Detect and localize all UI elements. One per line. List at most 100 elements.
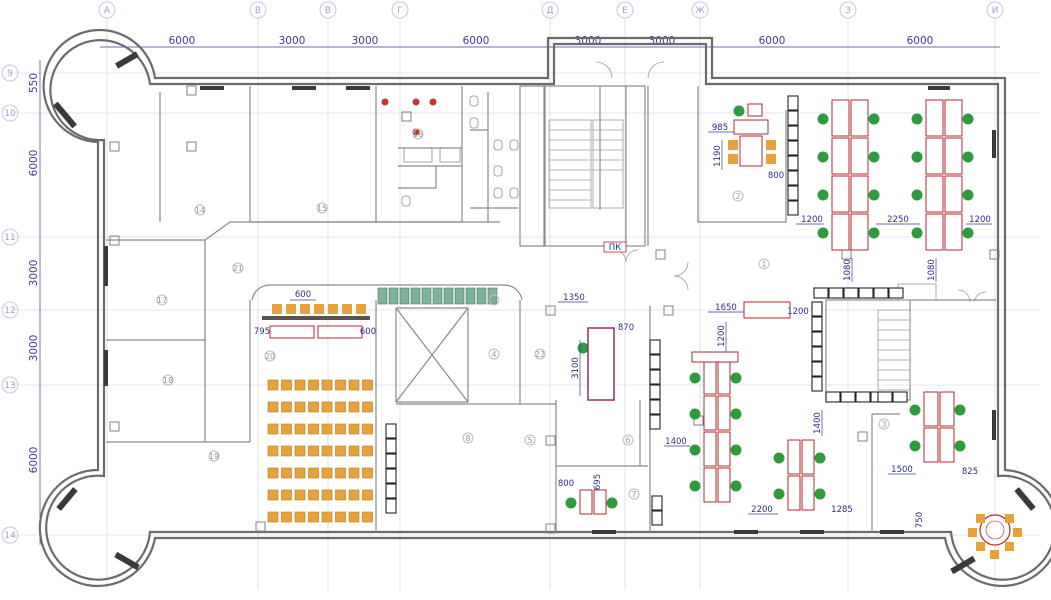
office-chair xyxy=(868,113,880,125)
lecture-chair xyxy=(321,423,333,435)
office-chair xyxy=(911,189,923,201)
office-chairs xyxy=(565,105,974,509)
svg-text:6000: 6000 xyxy=(907,35,934,47)
cabinet xyxy=(787,110,799,126)
svg-text:2250: 2250 xyxy=(887,215,909,225)
lecture-chair xyxy=(281,401,292,413)
meeting-room-2 xyxy=(728,119,776,167)
lecture-chair xyxy=(335,445,346,457)
svg-text:1650: 1650 xyxy=(715,303,737,313)
counter-seat xyxy=(421,287,432,305)
utility-icons xyxy=(381,98,437,136)
counter-seat xyxy=(454,287,465,305)
lecture-chair xyxy=(321,379,333,391)
lecture-chair xyxy=(321,445,333,457)
svg-text:2: 2 xyxy=(735,192,740,201)
staircase-east xyxy=(825,283,996,401)
desk xyxy=(944,175,963,213)
svg-text:Д: Д xyxy=(546,6,553,16)
cabinet xyxy=(651,510,663,526)
lecture-hall-front-desks xyxy=(262,316,370,339)
desk xyxy=(831,213,850,251)
lecture-chair xyxy=(362,423,373,435)
cabinet xyxy=(825,391,841,403)
lecture-chair xyxy=(286,304,296,314)
cabinet xyxy=(811,361,823,377)
svg-text:Г: Г xyxy=(397,6,403,16)
axis-grid xyxy=(12,18,1040,590)
office-chair xyxy=(868,151,880,163)
svg-text:B: B xyxy=(255,6,261,16)
svg-text:795: 795 xyxy=(254,327,270,337)
office-chair xyxy=(689,372,701,384)
office-chair xyxy=(954,404,966,416)
svg-text:B: B xyxy=(325,6,331,16)
cabinet xyxy=(649,414,661,430)
svg-text:14: 14 xyxy=(4,531,16,541)
cabinet xyxy=(787,155,799,171)
cafe-counter xyxy=(377,287,498,305)
lecture-chair xyxy=(335,423,346,435)
windows xyxy=(53,51,1036,575)
desk xyxy=(703,359,717,395)
cabinet xyxy=(649,399,661,415)
lecture-chair xyxy=(294,467,306,479)
lecture-hall-chairs xyxy=(267,304,373,523)
desk xyxy=(787,439,801,475)
office-chair xyxy=(773,452,785,464)
counter-seat xyxy=(399,287,410,305)
svg-text:985: 985 xyxy=(712,123,728,133)
svg-text:1500: 1500 xyxy=(891,465,913,475)
desk xyxy=(939,427,955,463)
svg-text:6: 6 xyxy=(625,436,630,445)
svg-text:2200: 2200 xyxy=(751,505,773,515)
svg-text:3000: 3000 xyxy=(279,35,306,47)
lecture-chair xyxy=(348,423,360,435)
svg-text:4: 4 xyxy=(491,350,496,359)
desk xyxy=(850,137,869,175)
office-chair xyxy=(817,113,829,125)
lecture-chair xyxy=(308,379,319,391)
desk xyxy=(944,213,963,251)
office-chair xyxy=(962,189,974,201)
desk xyxy=(944,137,963,175)
lecture-chair xyxy=(335,379,346,391)
svg-text:3100: 3100 xyxy=(571,357,581,379)
desk xyxy=(831,175,850,213)
desk xyxy=(579,489,593,515)
lecture-chair xyxy=(335,401,346,413)
desk xyxy=(787,475,801,511)
office-chair xyxy=(689,444,701,456)
desk xyxy=(703,395,717,431)
office-chair xyxy=(733,105,745,117)
office-chair xyxy=(962,227,974,239)
svg-text:12: 12 xyxy=(4,306,15,316)
cabinet xyxy=(873,287,889,299)
svg-text:1200: 1200 xyxy=(717,325,727,347)
svg-text:3000: 3000 xyxy=(28,335,40,362)
desk xyxy=(925,99,944,137)
cabinet xyxy=(877,391,893,403)
cabinet xyxy=(843,287,859,299)
lecture-chair xyxy=(362,379,373,391)
desk xyxy=(850,213,869,251)
lecture-chair xyxy=(281,423,292,435)
svg-text:17: 17 xyxy=(157,296,167,305)
svg-text:5: 5 xyxy=(527,436,532,445)
svg-text:3000: 3000 xyxy=(649,35,676,47)
cabinet xyxy=(649,384,661,400)
office-chair xyxy=(868,189,880,201)
counter-seat xyxy=(410,287,421,305)
lecture-chair xyxy=(335,511,346,523)
svg-text:1200: 1200 xyxy=(801,215,823,225)
lecture-chair xyxy=(308,445,319,457)
office-chair xyxy=(814,488,826,500)
svg-text:10: 10 xyxy=(4,109,16,119)
cabinet xyxy=(811,376,823,392)
cabinet xyxy=(787,185,799,201)
interior-walls xyxy=(106,85,900,532)
svg-text:3000: 3000 xyxy=(28,260,40,287)
lecture-chair xyxy=(294,379,306,391)
office-chair xyxy=(730,444,742,456)
